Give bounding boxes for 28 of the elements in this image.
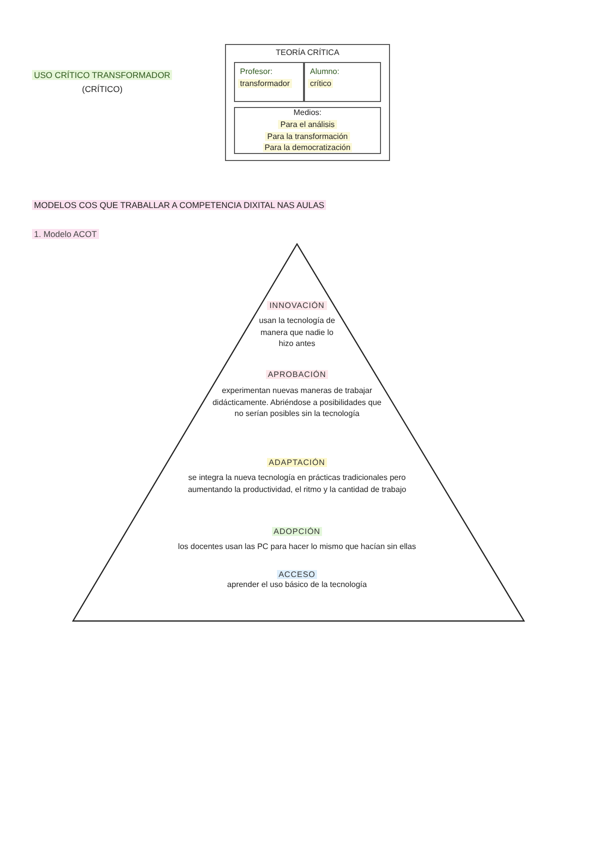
level-heading: ACCESO: [276, 569, 318, 581]
heading-text: MODELOS COS QUE TRABALLAR A COMPETENCIA DIXITAL NAS AULAS: [32, 200, 326, 210]
box-text: transformador: [238, 78, 292, 90]
box-heading: Profesor:: [239, 66, 274, 78]
section-heading: 1. Modelo ACOT: [32, 229, 99, 239]
level-description: usan la tecnología de manera que nadie lo hizo antes: [258, 315, 336, 350]
theory-box: [225, 44, 390, 161]
heading-text: USO CRÍTICO TRANSFORMADOR: [32, 70, 172, 80]
level-description: se integra la nueva tecnología en prácticas tradicionales pero aumentando la productividad, el ritmo y la cantidad de trabajo: [186, 472, 408, 496]
level-heading: ADAPTACIÓN: [266, 457, 328, 469]
box-text: crítico: [308, 78, 334, 90]
box-text: Para la democratización: [262, 142, 352, 154]
level-heading: ADOPCIÓN: [270, 526, 324, 538]
pyramid-triangle: [72, 243, 525, 622]
text-box: [234, 107, 381, 154]
box-text: Para la transformación: [265, 130, 350, 142]
level-description: aprender el uso básico de la tecnología: [226, 579, 368, 591]
box-heading: Alumno:: [309, 66, 340, 78]
box-heading: Medios:: [292, 107, 322, 119]
heading-text: (CRÍTICO): [81, 84, 124, 94]
level-description: los docentes usan las PC para hacer lo mismo que hacían sin ellas: [177, 541, 417, 553]
text-box: [234, 62, 304, 102]
level-heading: APROBACIÓN: [264, 369, 330, 381]
text-box: [304, 62, 381, 102]
level-heading: INNOVACIÓN: [266, 300, 328, 312]
box-text: Para el análisis: [278, 118, 337, 130]
level-description: experimentan nuevas maneras de trabajar didácticamente. Abriéndose a posibilidades que no serían posibles sin la tecnología: [211, 385, 382, 420]
box-heading: TEORÍA CRÍTICA: [274, 47, 340, 59]
